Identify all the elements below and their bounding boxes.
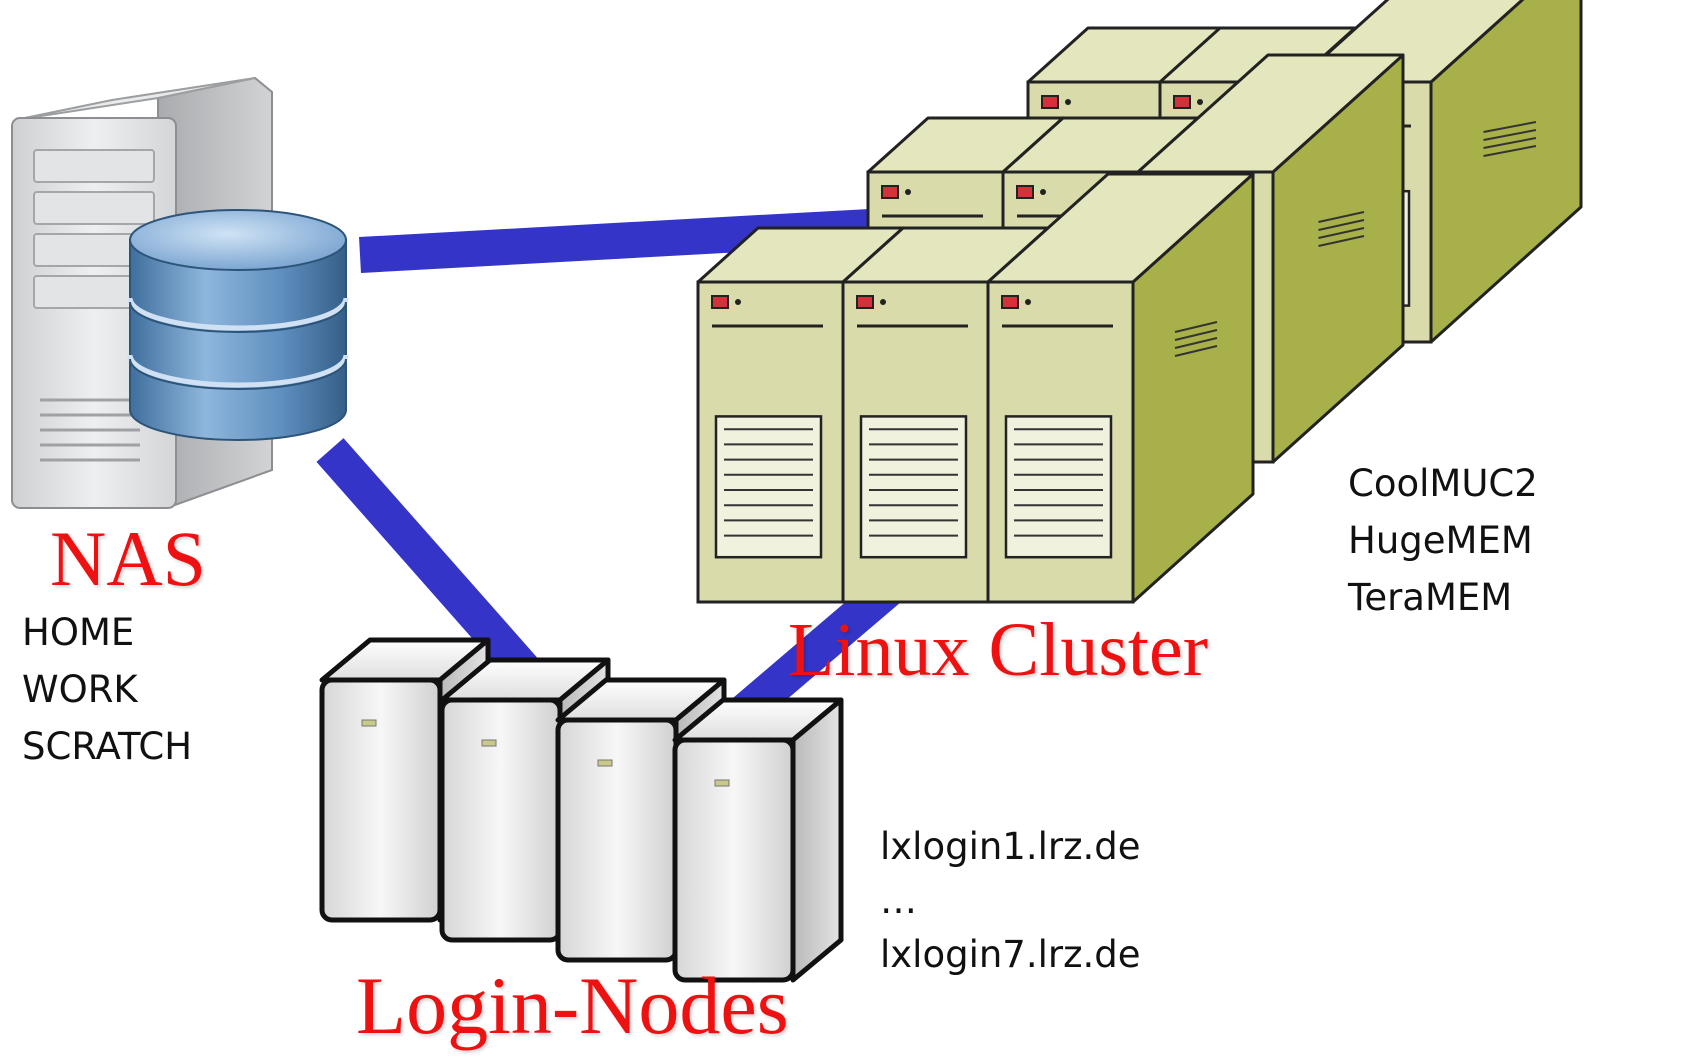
cluster-system-teramem: TeraMEM xyxy=(1348,576,1513,619)
login-host-ellipsis: … xyxy=(880,879,917,922)
cluster-systems-list: CoolMUC2 HugeMEM TeraMEM xyxy=(1348,455,1538,626)
login-nodes-label: Login-Nodes xyxy=(356,960,789,1051)
nas-label: NAS xyxy=(50,515,207,602)
login-node-server xyxy=(672,697,844,983)
cluster-system-coolmuc2: CoolMUC2 xyxy=(1348,462,1538,505)
storage-item-scratch: SCRATCH xyxy=(22,725,193,768)
cluster-servers xyxy=(696,0,1583,604)
cluster-system-hugemem: HugeMEM xyxy=(1348,519,1533,562)
cluster-label: Linux Cluster xyxy=(788,608,1209,692)
cluster-server xyxy=(986,172,1255,604)
nas-vent-slots xyxy=(40,398,140,462)
login-node-servers xyxy=(319,637,844,983)
storage-item-work: WORK xyxy=(22,668,138,711)
login-host-last: lxlogin7.lrz.de xyxy=(880,933,1141,976)
login-host-first: lxlogin1.lrz.de xyxy=(880,825,1141,868)
nas-storage-list: HOME WORK SCRATCH xyxy=(22,604,192,775)
database-icon xyxy=(127,209,349,441)
nas-drive-bays xyxy=(33,149,155,309)
storage-item-home: HOME xyxy=(22,611,135,654)
nas-server-top xyxy=(14,77,256,121)
login-hosts-list: lxlogin1.lrz.de … lxlogin7.lrz.de xyxy=(880,820,1141,982)
